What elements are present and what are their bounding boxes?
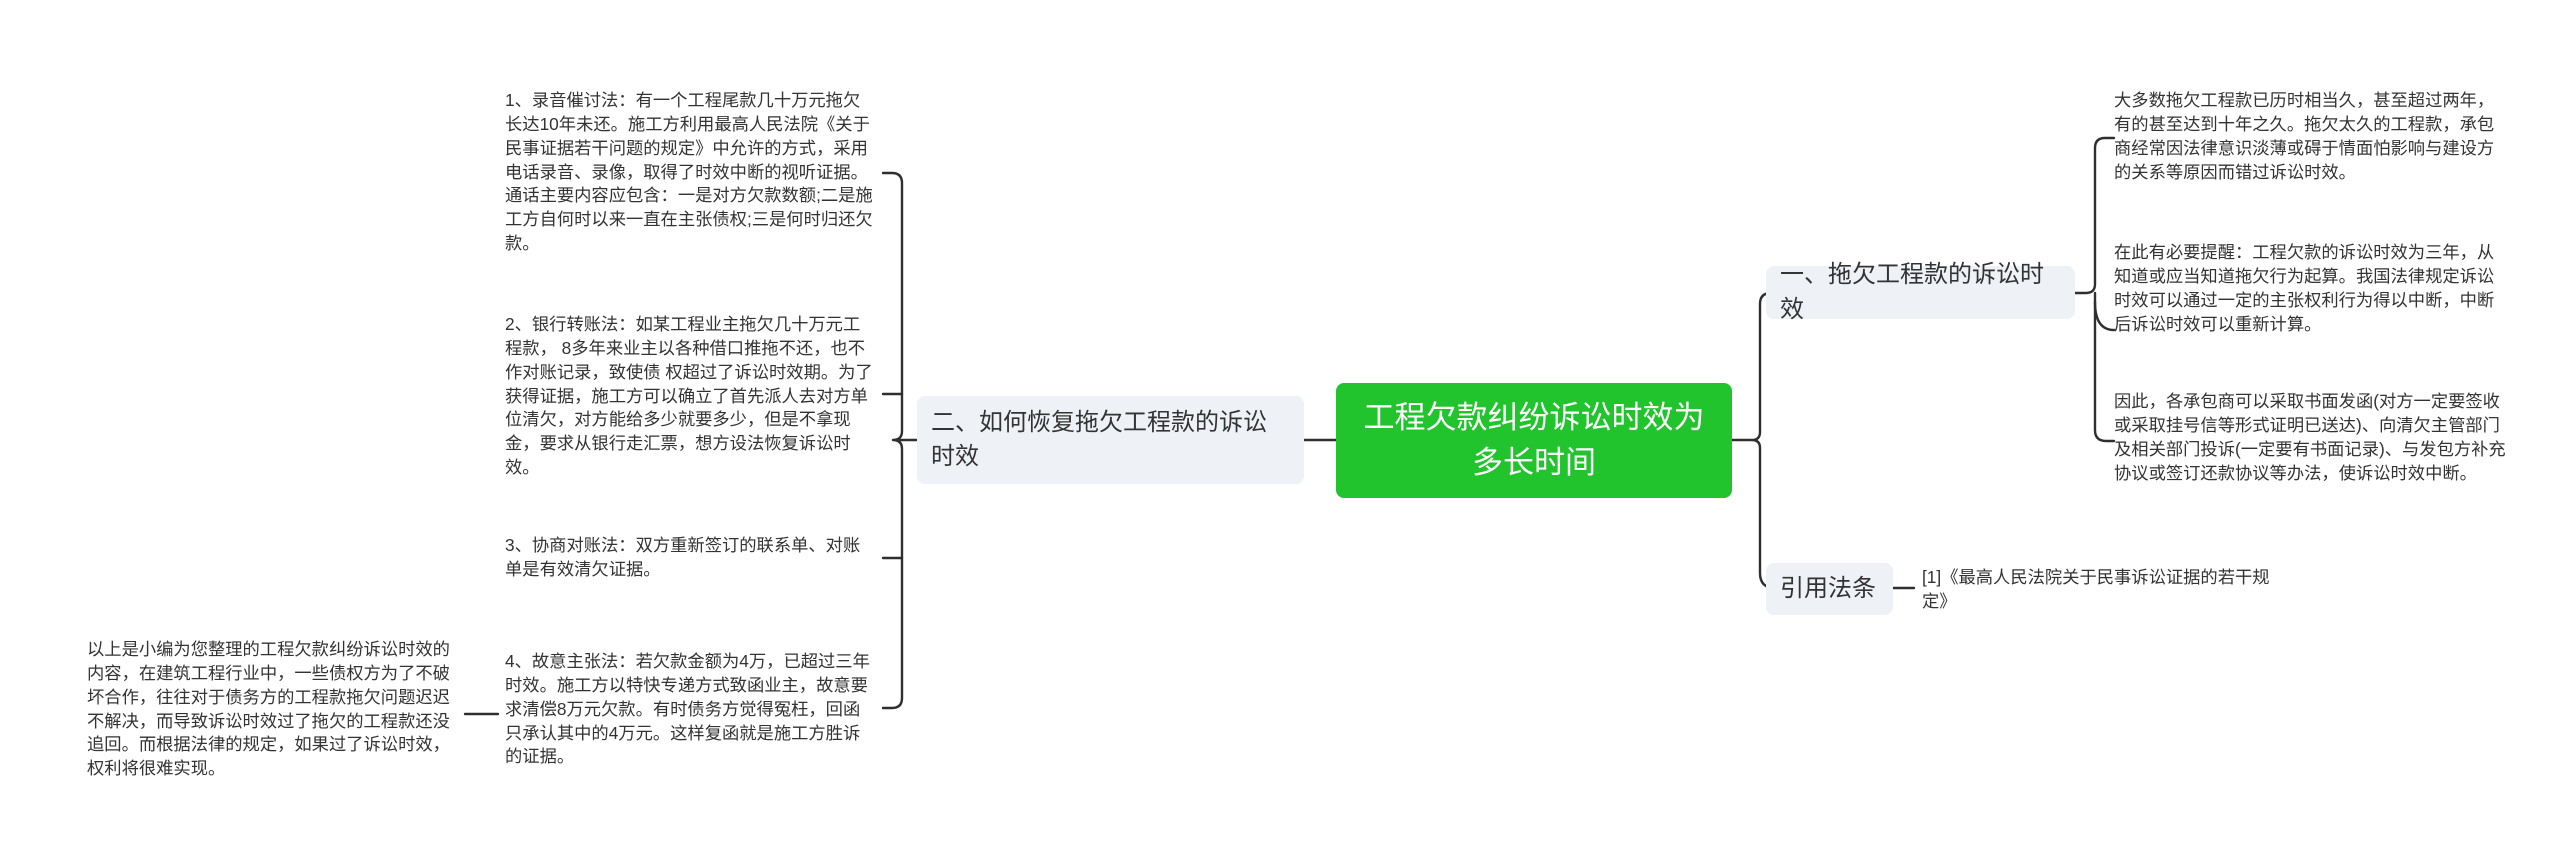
topic-recover-limitations[interactable]: 二、如何恢复拖欠工程款的诉讼时效 xyxy=(917,396,1304,484)
topic-statute-of-limitations[interactable]: 一、拖欠工程款的诉讼时效 xyxy=(1766,261,2075,323)
leaf-cited-law: [1]《最高人民法院关于民事诉讼证据的若干规定》 xyxy=(1922,567,2270,611)
leaf-right-1: 大多数拖欠工程款已历时相当久，甚至超过两年，有的甚至达到十年之久。拖欠太久的工程… xyxy=(2114,90,2495,182)
leaf-left-4: 4、故意主张法：若欠款金额为4万，已超过三年时效。施工方以特快专递方式致函业主，… xyxy=(505,651,870,767)
connector-branch1-bracket-mid xyxy=(2093,300,2116,332)
root-topic[interactable]: 工程欠款纠纷诉讼时效为多长时间 xyxy=(1336,383,1732,498)
topic-cited-law[interactable]: 引用法条 xyxy=(1766,563,1893,615)
connector-root-right xyxy=(1730,291,1784,590)
leaf-left-3: 3、协商对账法：双方重新签订的联系单、对账单是有效清欠证据。 xyxy=(505,535,861,579)
leaf-right-2: 在此有必要提醒：工程欠款的诉讼时效为三年，从知道或应当知道拖欠行为起算。我国法律… xyxy=(2114,242,2495,334)
leaf-right-3: 因此，各承包商可以采取书面发函(对方一定要签收或采取挂号信等形式证明已送达)、向… xyxy=(2114,391,2506,483)
leaf-left-1: 1、录音催讨法：有一个工程尾款几十万元拖欠长达10年未还。施工方利用最高人民法院… xyxy=(505,90,873,254)
summary-note: 以上是小编为您整理的工程欠款纠纷诉讼时效的内容，在建筑工程行业中，一些债权方为了… xyxy=(87,639,450,779)
connector-left-leaves xyxy=(881,171,919,710)
leaf-left-2: 2、银行转账法：如某工程业主拖欠几十万元工程款， 8多年来业主以各种借口推拖不还… xyxy=(505,314,873,478)
connector-branch1-leaves xyxy=(2073,136,2116,443)
